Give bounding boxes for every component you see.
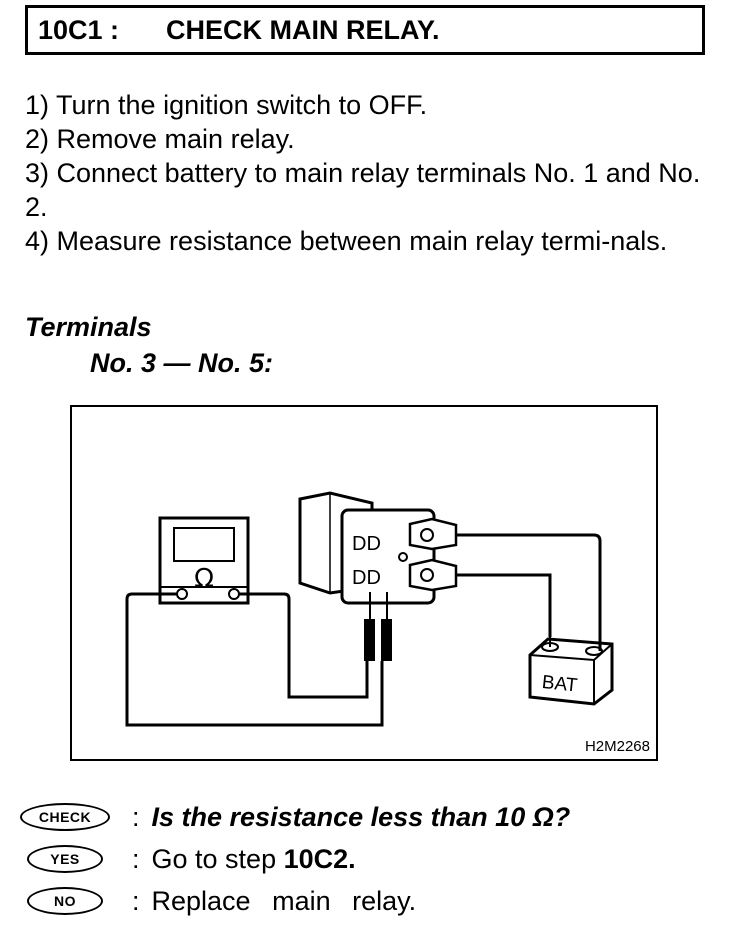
- terminals-heading: Terminals: [25, 312, 152, 342]
- svg-text:DD: DD: [352, 533, 381, 555]
- wiring-diagram: Ω DD DD: [125, 491, 614, 727]
- yes-step-ref: 10C2: [283, 843, 349, 874]
- yes-text: Go to step 10C2.: [152, 844, 356, 875]
- procedure-steps: 1) Turn the ignition switch to OFF. 2) R…: [25, 88, 710, 258]
- no-badge: NO: [27, 887, 103, 915]
- check-question: Is the resistance less than 10 Ω?: [151, 801, 571, 832]
- check-badge: CHECK: [20, 803, 110, 831]
- terminals-value: No. 3 — No. 5:: [90, 348, 274, 378]
- wires: [125, 533, 602, 727]
- step-title-box: 10C1 : CHECK MAIN RELAY.: [25, 5, 705, 55]
- probe-icon: [364, 592, 392, 661]
- step-item: 4) Measure resistance between main relay…: [25, 226, 668, 256]
- step-title: CHECK MAIN RELAY.: [166, 14, 440, 45]
- yes-text-prefix: Go to step: [151, 843, 284, 874]
- yes-text-suffix: .: [348, 843, 356, 874]
- battery-label: BAT: [541, 672, 579, 697]
- step-code: 10C1 :: [38, 14, 120, 45]
- figure-id: H2M2268: [584, 738, 650, 755]
- svg-text:DD: DD: [352, 567, 381, 589]
- ohmmeter-icon: Ω: [158, 516, 250, 605]
- ohm-symbol: Ω: [194, 564, 214, 594]
- step-item: 1) Turn the ignition switch to OFF.: [25, 90, 428, 120]
- check-colon: :: [132, 801, 140, 832]
- battery-icon: BAT: [528, 637, 614, 706]
- step-item: 2) Remove main relay.: [25, 124, 295, 154]
- check-row: CHECK : Is the resistance less than 10 Ω…: [20, 797, 720, 837]
- no-text: Replace main relay.: [151, 885, 417, 916]
- main-relay-icon: DD DD: [298, 491, 458, 605]
- step-item: 3) Connect battery to main relay termina…: [25, 158, 701, 222]
- yes-colon: :: [132, 843, 140, 874]
- yes-badge: YES: [27, 845, 103, 873]
- no-row: NO : Replace main relay.: [20, 881, 720, 921]
- yes-row: YES : Go to step 10C2.: [20, 839, 720, 879]
- wiring-figure: Ω DD DD: [70, 405, 658, 761]
- no-colon: :: [132, 885, 140, 916]
